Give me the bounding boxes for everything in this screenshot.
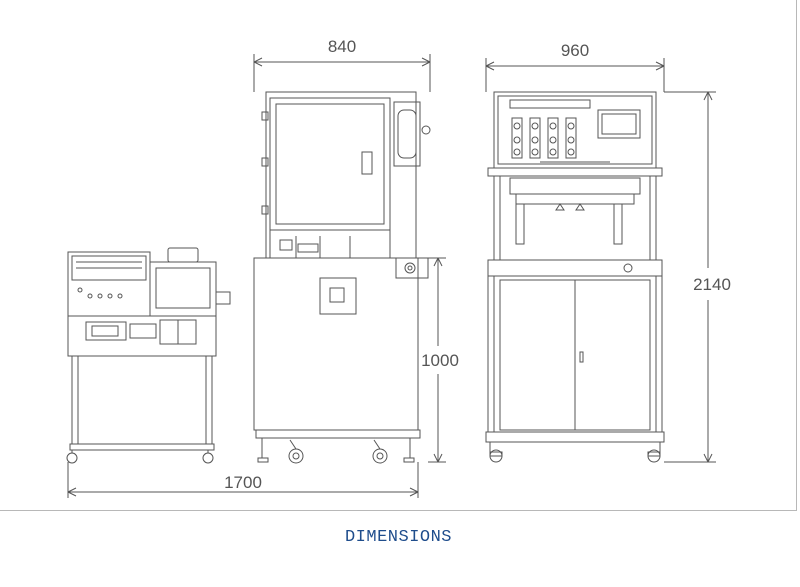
dimension-lines	[67, 54, 716, 498]
dim-label-960: 960	[561, 41, 589, 60]
dim-label-1000: 1000	[421, 351, 459, 370]
front-view	[253, 91, 431, 464]
drawing-frame	[0, 0, 797, 511]
auxiliary-unit	[66, 247, 231, 464]
side-view	[485, 91, 665, 463]
technical-drawing: 840 960 2140 1000 1700	[66, 37, 731, 498]
caption-dimensions: DIMENSIONS	[344, 528, 453, 547]
dim-label-2140: 2140	[693, 275, 731, 294]
dim-label-1700: 1700	[224, 473, 262, 492]
dim-label-840: 840	[328, 37, 356, 56]
